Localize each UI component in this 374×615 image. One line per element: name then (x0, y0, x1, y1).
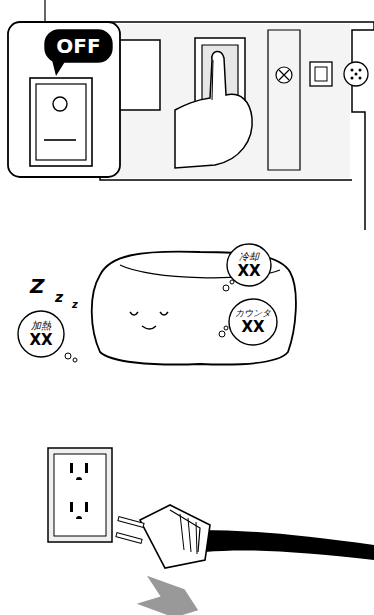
sleep-mark: z (55, 290, 63, 304)
thought-bubble-node: 加熱 XX (17, 310, 65, 358)
sleep-mark: Z (30, 276, 45, 296)
bubble-heading: OFF (56, 36, 100, 56)
bubble-heading: 加熱 (31, 321, 51, 331)
bubble-value: XX (237, 264, 260, 279)
bubble-value: XX (241, 320, 264, 335)
sleep-mark: z (72, 300, 78, 310)
bubble-value: XX (29, 333, 52, 348)
bubble-heading: 冷却 (239, 252, 259, 262)
speech-bubble-node: OFF (45, 30, 112, 62)
bubble-heading: カウンタ (235, 309, 271, 318)
thought-bubble-node: 冷却 XX (226, 243, 272, 287)
thought-bubble-node: カウンタ XX (228, 298, 278, 346)
